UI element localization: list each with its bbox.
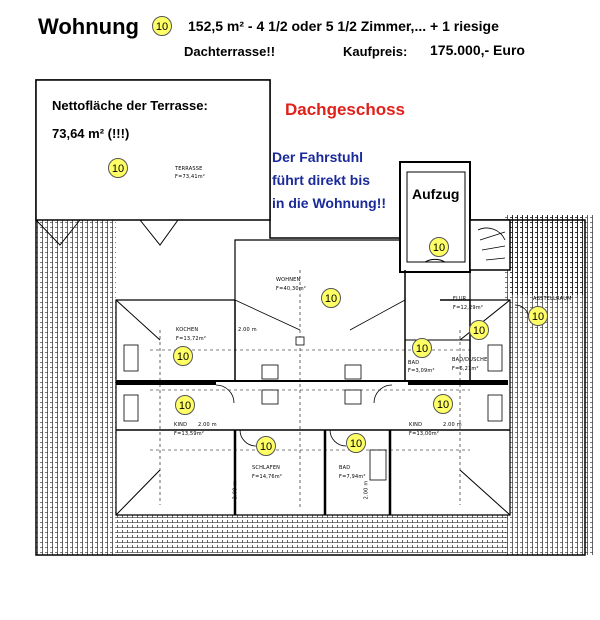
room-kochen-name: KOCHEN — [176, 327, 199, 333]
floor-title: Dachgeschoss — [285, 100, 405, 119]
room-bad2-name: BAD/DUSCHE — [452, 357, 488, 363]
elevator-note-3: in die Wohnung!! — [272, 195, 387, 211]
unit-badge-flur: 10 — [469, 320, 489, 340]
room-wohnen-area: F=40,30m² — [276, 286, 307, 292]
unit-number-badge: 10 — [152, 16, 172, 36]
room-schlafen-area: F=14,76m² — [252, 474, 283, 480]
unit-badge-terrace: 10 — [108, 158, 128, 178]
room-kind1-area: F=13,59m² — [174, 431, 205, 437]
room-bad1-area: F=3,09m² — [408, 368, 435, 374]
room-kind1-name: KIND — [174, 422, 188, 428]
terrace-room-area: F=73,41m² — [175, 174, 206, 180]
unit-badge-bad3: 10 — [346, 433, 366, 453]
unit-badge-bad: 10 — [412, 338, 432, 358]
elevator-note-2: führt direkt bis — [272, 172, 371, 188]
terrace-label: Nettofläche der Terrasse: — [52, 98, 208, 113]
room-wohnen-name: WOHNEN — [276, 277, 301, 283]
room-vdim-1: 2.00 m — [232, 480, 239, 500]
elevator-label: Aufzug — [412, 186, 460, 202]
room-bad1-name: BAD — [408, 360, 420, 366]
room-kind1-dim: 2.00 m — [198, 422, 217, 428]
header-line-1: 152,5 m² - 4 1/2 oder 5 1/2 Zimmer,... +… — [188, 18, 499, 34]
room-bad3-name: BAD — [339, 465, 351, 471]
header-terrace-note: Dachterrasse!! — [184, 44, 276, 59]
roof-left — [36, 215, 116, 555]
unit-badge-abstell: 10 — [528, 306, 548, 326]
room-flur-area: F=12,29m² — [453, 305, 484, 311]
room-bad3-area: F=7,94m² — [339, 474, 366, 480]
room-kind2-area: F=13,00m² — [409, 431, 440, 437]
price-label: Kaufpreis: — [343, 44, 408, 59]
room-abstell-name: ABSTELLRAUM — [533, 296, 572, 302]
unit-badge-kind1: 10 — [175, 395, 195, 415]
terrace-room-name: TERRASSE — [175, 166, 203, 172]
unit-badge-wohnen: 10 — [321, 288, 341, 308]
page-title: Wohnung — [38, 14, 139, 39]
room-kind2-name: KIND — [409, 422, 423, 428]
unit-badge-schlafen: 10 — [256, 436, 276, 456]
room-flur-name: FLUR — [453, 296, 467, 302]
unit-badge-kind2: 10 — [433, 394, 453, 414]
room-kochen-dim: 2.00 m — [238, 327, 257, 333]
room-kochen-area: F=13,72m² — [176, 336, 207, 342]
terrace-area-value: 73,64 m² (!!!) — [52, 126, 130, 141]
room-schlafen-name: SCHLAFEN — [252, 465, 281, 471]
unit-badge-elevator: 10 — [429, 237, 449, 257]
room-vdim-2: 2.00 m — [363, 480, 370, 500]
roof-bottom — [116, 515, 506, 555]
room-bad2-area: F=6,21m² — [452, 366, 479, 372]
elevator-note-1: Der Fahrstuhl — [272, 149, 364, 165]
room-kind2-dim: 2.00 m — [443, 422, 462, 428]
unit-badge-kochen: 10 — [173, 346, 193, 366]
price-value: 175.000,- Euro — [430, 42, 525, 58]
terrace-area — [35, 79, 271, 221]
